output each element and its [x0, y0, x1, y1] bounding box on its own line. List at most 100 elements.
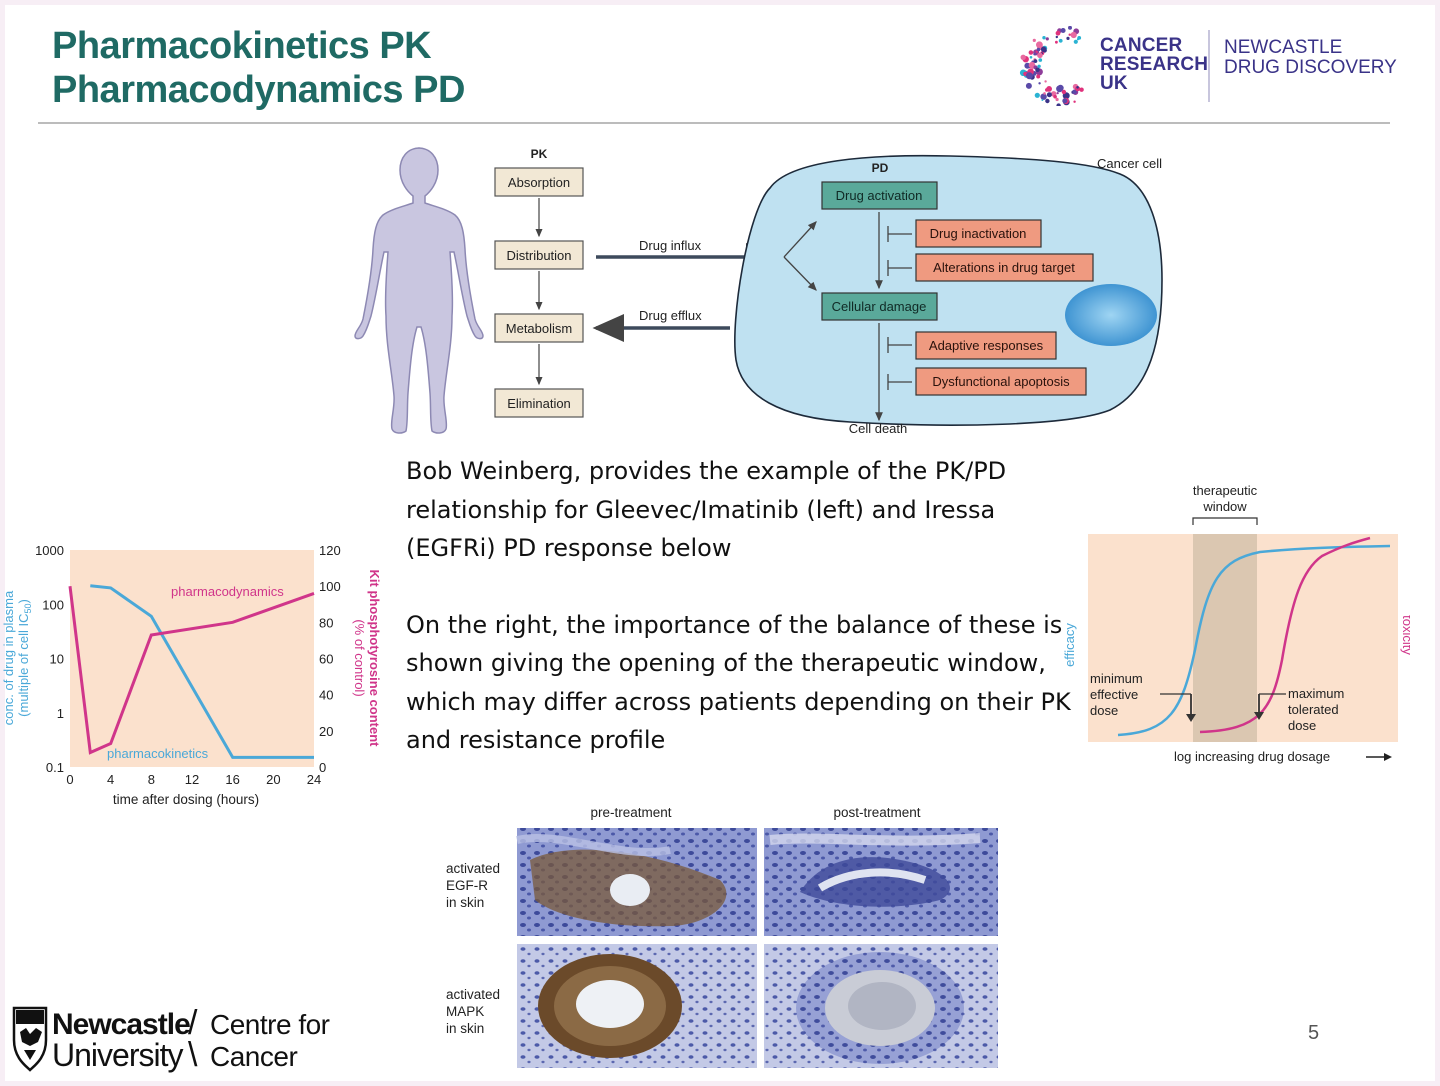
col-label-pre: pre-treatment	[590, 805, 671, 820]
micrograph-post-mapk	[764, 944, 998, 1068]
cruk-dot	[1058, 38, 1063, 43]
pkpd-diagram: PK Absorption Distribution Metabolism El…	[354, 147, 1163, 436]
cruk-dot	[1042, 36, 1046, 40]
pd-adaptive: Adaptive responses	[915, 331, 1057, 360]
ihc-panel: pre-treatment post-treatment activated E…	[446, 805, 998, 1068]
y-right-tick-label: 20	[319, 724, 333, 739]
ndd-line-1: NEWCASTLE	[1224, 37, 1343, 58]
cruk-dot	[1073, 39, 1078, 44]
cruk-dot	[1072, 89, 1077, 94]
cruk-dot	[1041, 99, 1044, 101]
y-right-tick-label: 0	[319, 760, 326, 775]
min-dose-label: minimum effective dose	[1090, 671, 1146, 718]
centre-line-1: Centre for	[210, 1009, 330, 1040]
x-tick-label: 20	[266, 772, 280, 787]
y-axis-right-label: Kit phosphotyrosine content	[367, 570, 382, 748]
cruk-dot	[1020, 54, 1026, 60]
cruk-logo-text: CANCER RESEARCH UK	[1100, 36, 1208, 93]
y-right-tick-label: 120	[319, 543, 341, 558]
pd-cellular-damage: Cellular damage	[821, 292, 938, 321]
cruk-dot	[1070, 31, 1077, 39]
max-dose-label: maximum tolerated dose	[1288, 686, 1348, 733]
cruk-dot	[1045, 88, 1049, 92]
cruk-dot	[1035, 50, 1039, 53]
micrograph-post-egfr	[764, 828, 998, 936]
cruk-logo-icon	[1019, 26, 1084, 106]
x-tick-label: 16	[225, 772, 239, 787]
series-line-efficacy	[1117, 544, 1391, 737]
cruk-dot	[1040, 46, 1047, 53]
cruk-dot	[1057, 84, 1064, 92]
centre-backslash: \	[188, 1036, 198, 1074]
title-line-2: Pharmacodynamics PD	[52, 69, 465, 111]
centre-slash: /	[188, 1004, 198, 1042]
pd-label: Adaptive responses	[929, 338, 1044, 353]
cruk-dot	[1037, 52, 1043, 59]
uni-name-line-2: University	[52, 1037, 183, 1073]
cruk-dot	[1068, 26, 1072, 30]
x-tick-label: 12	[185, 772, 199, 787]
page-number: 5	[1308, 1022, 1320, 1044]
slide-title: Pharmacokinetics PK Pharmacodynamics PD	[52, 24, 465, 112]
toxicity-axis-label: toxicity	[1400, 615, 1410, 655]
x-axis-label: time after dosing (hours)	[113, 792, 259, 807]
y-left-tick-label: 100	[42, 597, 64, 612]
therapeutic-window-chart: therapeutic window efficacy toxicity min…	[1062, 483, 1410, 764]
x-tick-label: 24	[307, 772, 321, 787]
cancer-cell-label: Cancer cell	[1097, 156, 1162, 171]
y-left-tick-label: 10	[50, 652, 64, 667]
cruk-dot	[1056, 92, 1059, 95]
newcastle-university-logo: Newcastle University / \ Centre for Canc…	[12, 1004, 330, 1074]
cruk-dot	[1062, 98, 1068, 104]
body-text: Bob Weinberg, provides the example of th…	[406, 452, 1086, 798]
cruk-dot	[1068, 33, 1071, 36]
pk-step-elimination: Elimination	[494, 388, 584, 418]
pk-step-label: Elimination	[507, 396, 571, 411]
micrograph-pre-egfr	[516, 828, 757, 936]
cruk-dot	[1056, 103, 1061, 106]
pd-label: Cellular damage	[832, 299, 927, 314]
x-tick-label: 0	[66, 772, 73, 787]
pk-step-label: Distribution	[506, 248, 571, 263]
pk-step-distribution: Distribution	[494, 240, 584, 270]
cruk-dot	[1036, 47, 1041, 52]
crest-icon	[12, 1006, 48, 1072]
body-paragraph-2: On the right, the importance of the bala…	[406, 610, 1071, 755]
pd-drug-inactivation: Drug inactivation	[915, 219, 1042, 248]
cruk-dot	[1038, 82, 1041, 85]
drug-efflux-label: Drug efflux	[639, 308, 702, 323]
cruk-dot	[1076, 86, 1079, 89]
cruk-dot	[1055, 97, 1059, 102]
cruk-dot	[1025, 82, 1032, 89]
pk-title: PK	[531, 147, 548, 161]
cruk-dot	[1034, 92, 1040, 98]
window-label-2: window	[1202, 499, 1247, 514]
cruk-dot	[1066, 36, 1070, 40]
y-right-tick-label: 60	[319, 652, 333, 667]
nucleus-icon	[1065, 284, 1157, 346]
pd-label: Dysfunctional apoptosis	[932, 374, 1070, 389]
cruk-dot	[1032, 38, 1036, 42]
therapeutic-window-bracket	[1192, 517, 1258, 525]
y-axis-left-label: conc. of drug in plasma	[1, 590, 16, 725]
x-tick-label: 4	[107, 772, 114, 787]
chart-plot-area	[70, 550, 314, 767]
cruk-dot	[1035, 67, 1040, 73]
cruk-dot	[1055, 40, 1058, 44]
cruk-dot	[1038, 58, 1043, 62]
cruk-dot	[1025, 72, 1033, 80]
cruk-dot	[1077, 36, 1082, 40]
cruk-dot	[1055, 30, 1061, 36]
series-label-pharmacodynamics: pharmacodynamics	[171, 584, 284, 599]
series-line-toxicity	[1199, 536, 1371, 734]
cruk-dot	[1073, 100, 1076, 103]
efficacy-axis-label: efficacy	[1062, 623, 1077, 667]
uni-name-line-1: Newcastle	[52, 1008, 190, 1041]
ndd-line-2: DRUG DISCOVERY	[1224, 57, 1397, 78]
y-left-tick-label: 1	[57, 706, 64, 721]
pk-step-metabolism: Metabolism	[494, 313, 584, 343]
micrograph-pre-mapk	[517, 944, 757, 1068]
row-label-mapk: activated MAPK in skin	[446, 987, 504, 1036]
